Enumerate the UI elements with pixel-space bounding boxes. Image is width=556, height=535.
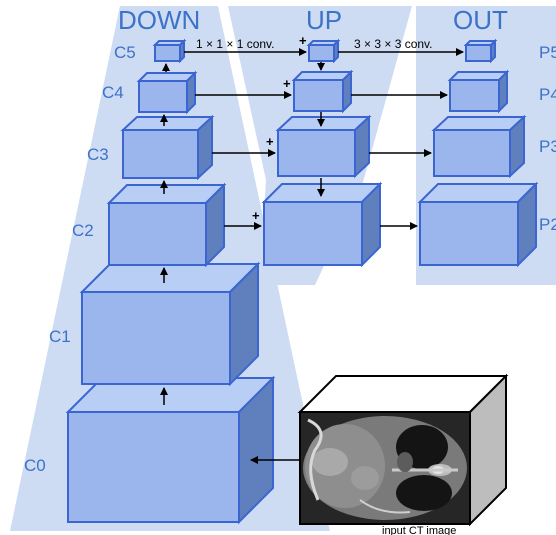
box-c2 — [106, 182, 227, 268]
header-down: DOWN — [118, 5, 200, 35]
ct-scan-image — [301, 413, 469, 523]
conv-3x3x3-label: 3 × 3 × 3 conv. — [354, 37, 433, 51]
box-c4 — [136, 70, 198, 115]
box-up2 — [261, 181, 383, 268]
plus-sign-up2: + — [252, 208, 260, 223]
label-c3: C3 — [87, 145, 109, 164]
box-up3 — [275, 114, 372, 179]
label-p2: P2 — [539, 215, 556, 234]
plus-sign-up3: + — [266, 134, 274, 149]
label-p5: P5 — [539, 43, 556, 62]
box-p5 — [463, 38, 498, 64]
label-c1: C1 — [49, 327, 71, 346]
plus-sign-up4: + — [283, 76, 291, 91]
box-c0 — [65, 375, 276, 525]
box-c5 — [152, 38, 187, 64]
header-up: UP — [306, 5, 342, 35]
box-up4 — [291, 69, 354, 114]
box-p2 — [417, 181, 539, 268]
box-c3 — [120, 114, 215, 181]
box-p4 — [447, 69, 510, 114]
box-up5 — [306, 38, 341, 64]
input-ct-caption: input CT image — [382, 525, 456, 535]
label-c2: C2 — [72, 221, 94, 240]
header-out: OUT — [453, 5, 508, 35]
plus-sign-up5: + — [299, 33, 307, 48]
label-c4: C4 — [102, 83, 124, 102]
label-c5: C5 — [114, 43, 136, 62]
box-p3 — [431, 114, 527, 179]
box-c1 — [79, 261, 261, 387]
label-c0: C0 — [24, 456, 46, 475]
conv-1x1x1-label: 1 × 1 × 1 conv. — [196, 37, 275, 51]
label-p3: P3 — [539, 137, 556, 156]
label-p4: P4 — [539, 85, 556, 104]
